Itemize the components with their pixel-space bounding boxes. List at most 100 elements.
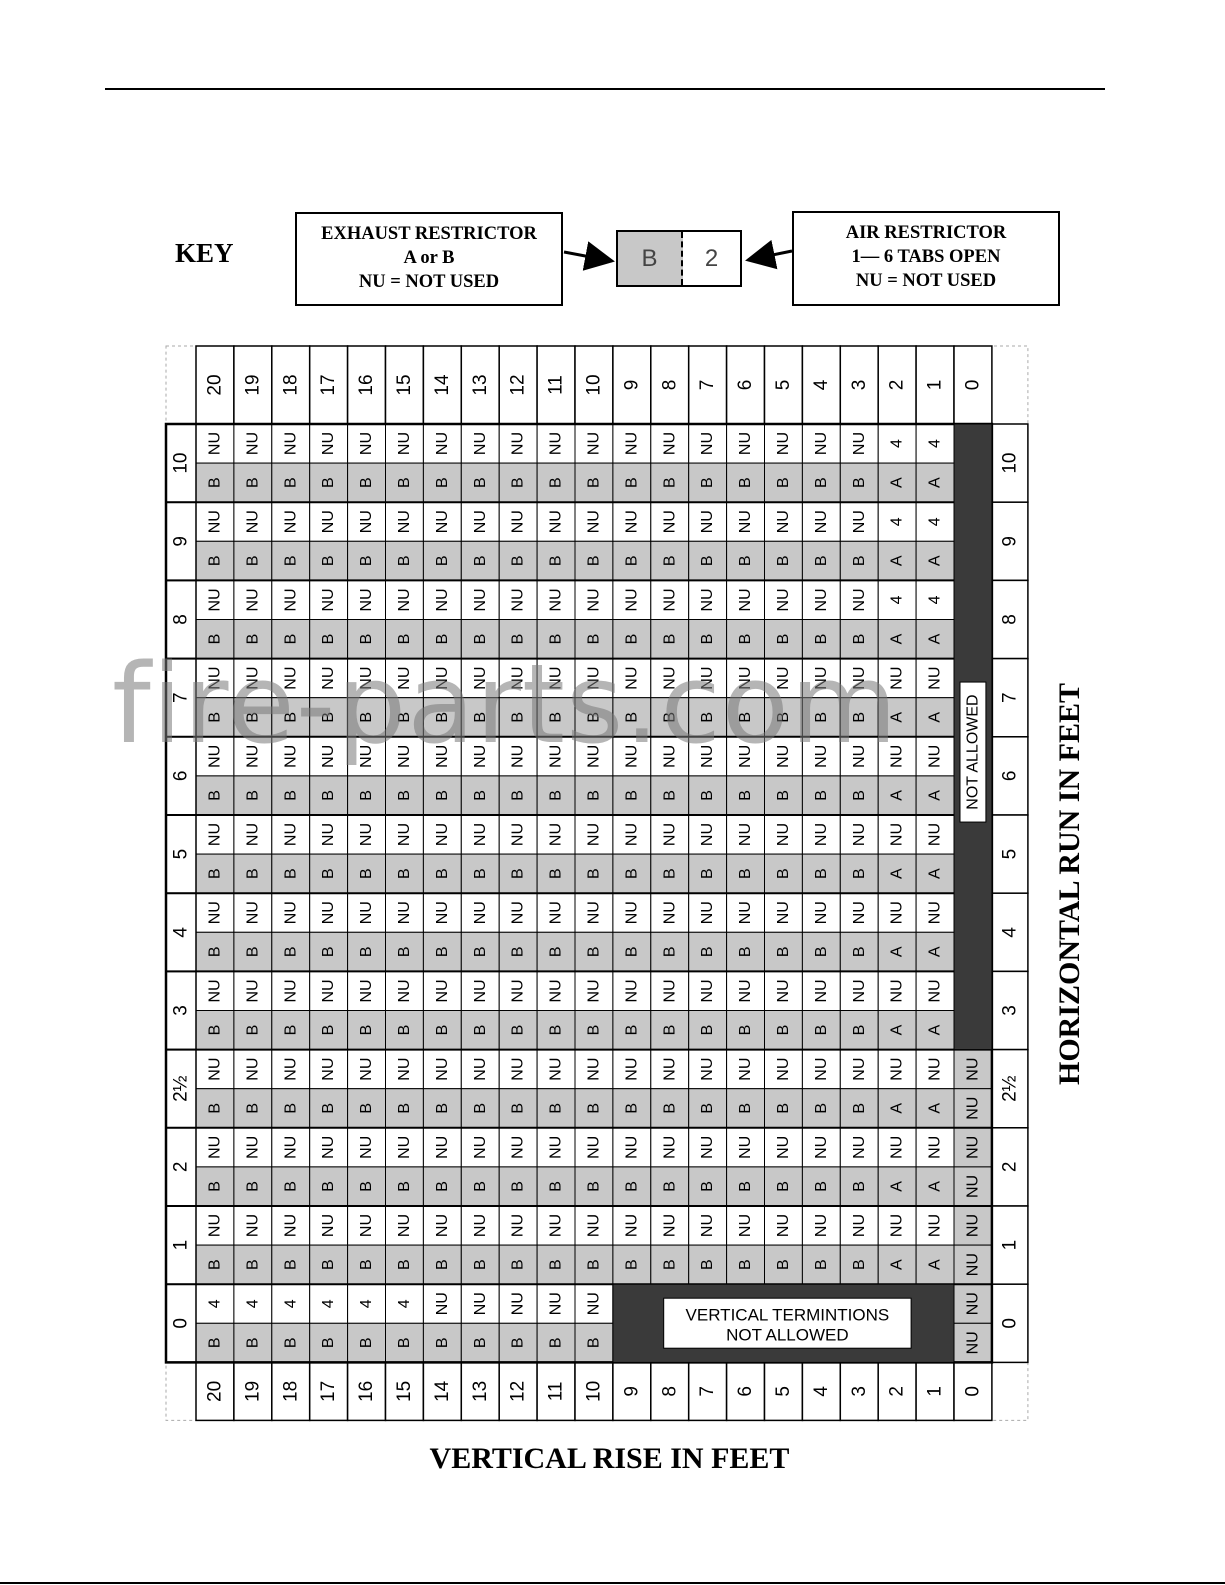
- air-value: NU: [623, 1136, 640, 1159]
- air-value: NU: [396, 432, 413, 455]
- air-value: NU: [358, 432, 375, 455]
- air-value: NU: [623, 1214, 640, 1237]
- run-label-cell-right: [991, 736, 1029, 816]
- air-value: NU: [358, 1214, 375, 1237]
- air-value: NU: [510, 979, 527, 1002]
- air-value: NU: [737, 588, 754, 611]
- air-cell: [574, 892, 614, 933]
- footer-cell: [574, 1361, 614, 1422]
- air-cell: [801, 501, 841, 542]
- air-value: NU: [396, 1214, 413, 1237]
- air-value: NU: [434, 1292, 451, 1315]
- exhaust-cell: [574, 697, 614, 738]
- air-cell: [574, 658, 614, 699]
- footer-cell: [308, 1361, 349, 1422]
- air-value: NU: [927, 823, 944, 846]
- exhaust-cell: [271, 931, 311, 972]
- exhaust-value: A: [889, 1259, 906, 1270]
- exhaust-cell: [801, 853, 841, 894]
- exhaust-cell: [764, 697, 803, 738]
- horizontal-run-label-right: 9: [999, 536, 1020, 547]
- exhaust-value: B: [358, 477, 375, 488]
- exhaust-value: B: [510, 634, 527, 645]
- exhaust-value: B: [737, 712, 754, 723]
- air-cell: [498, 1283, 538, 1324]
- exhaust-cell: [195, 1244, 235, 1285]
- exhaust-cell: [764, 853, 803, 894]
- exhaust-cell: [688, 931, 728, 972]
- exhaust-value: B: [472, 790, 489, 801]
- exhaust-cell: [271, 853, 311, 894]
- exhaust-cell: [233, 1244, 273, 1285]
- exhaust-cell: [574, 1166, 614, 1207]
- exhaust-value: B: [851, 1259, 868, 1270]
- run-label-cell-right: [991, 501, 1029, 582]
- air-value: NU: [623, 667, 640, 690]
- horizontal-run-label-left: 0: [171, 1318, 192, 1329]
- exhaust-value: B: [396, 477, 413, 488]
- exhaust-value: B: [548, 1338, 565, 1349]
- air-cell: [877, 579, 917, 621]
- exhaust-value: B: [396, 1259, 413, 1270]
- exhaust-cell: [498, 697, 538, 738]
- exhaust-cell: [195, 931, 235, 972]
- air-value: 4: [282, 1299, 299, 1308]
- air-value: NU: [699, 979, 716, 1002]
- air-cell: [422, 1127, 462, 1168]
- air-value: NU: [927, 1214, 944, 1237]
- air-value: NU: [548, 1058, 565, 1081]
- exhaust-cell: [536, 462, 576, 503]
- exhaust-value: B: [699, 790, 716, 801]
- exhaust-value: B: [548, 790, 565, 801]
- air-value: NU: [851, 979, 868, 1002]
- air-value: NU: [775, 510, 792, 533]
- air-value: NU: [964, 1058, 981, 1081]
- exhaust-value: B: [206, 1181, 223, 1192]
- exhaust-value: B: [737, 477, 754, 488]
- run-label-cell-right: [991, 970, 1029, 1051]
- exhaust-value: B: [472, 1338, 489, 1349]
- exhaust-cell: [612, 1088, 652, 1129]
- exhaust-value: B: [775, 1259, 792, 1270]
- footer-cell: [195, 1361, 235, 1422]
- air-value: NU: [320, 1058, 337, 1081]
- air-cell: [801, 736, 841, 777]
- air-value: NU: [320, 745, 337, 768]
- vertical-rise-footer-label: 10: [583, 1381, 604, 1402]
- exhaust-cell: [422, 1010, 462, 1051]
- air-value: NU: [851, 745, 868, 768]
- exhaust-value: B: [813, 947, 830, 958]
- exhaust-value: B: [396, 712, 413, 723]
- exhaust-value: B: [775, 556, 792, 567]
- air-value: NU: [548, 823, 565, 846]
- air-cell: [915, 814, 955, 855]
- air-cell: [309, 1127, 349, 1168]
- exhaust-value: B: [775, 868, 792, 879]
- air-value: NU: [851, 901, 868, 924]
- exhaust-value: B: [244, 868, 261, 879]
- exhaust-cell: [385, 619, 424, 660]
- air-key-line-3: NU = NOT USED: [855, 271, 997, 291]
- exhaust-value: B: [585, 712, 602, 723]
- exhaust-value: B: [472, 634, 489, 645]
- air-value: NU: [206, 901, 223, 924]
- exhaust-cell: [839, 1166, 879, 1207]
- exhaust-cell: [233, 540, 273, 581]
- air-value: NU: [813, 588, 830, 611]
- exhaust-value: B: [320, 1025, 337, 1036]
- exhaust-value: B: [282, 1025, 299, 1036]
- exhaust-value: B: [813, 1025, 830, 1036]
- exhaust-value: B: [434, 477, 451, 488]
- exhaust-value: B: [282, 477, 299, 488]
- exhaust-cell: [764, 1088, 803, 1129]
- air-value: NU: [282, 432, 299, 455]
- air-value: NU: [813, 1058, 830, 1081]
- vertical-rise-footer-label: 9: [621, 1386, 642, 1397]
- air-value: NU: [585, 667, 602, 690]
- air-value: NU: [320, 588, 337, 611]
- exhaust-cell: [422, 1166, 462, 1207]
- air-value: NU: [775, 667, 792, 690]
- exhaust-value: B: [585, 477, 602, 488]
- exhaust-value: B: [434, 1181, 451, 1192]
- header-cell: [953, 345, 993, 425]
